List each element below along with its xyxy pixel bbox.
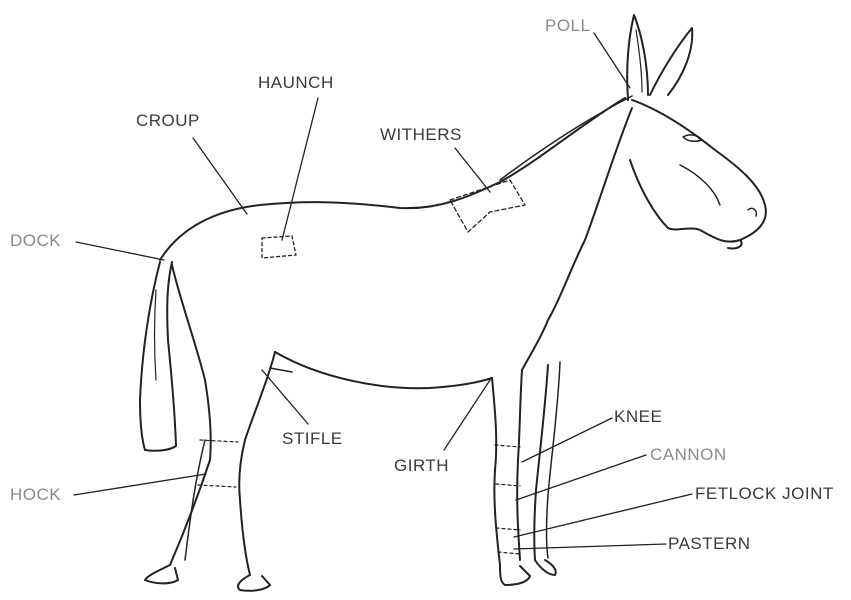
fetlock-band xyxy=(496,528,520,530)
pastern-label: PASTERN xyxy=(668,535,751,552)
donkey-front-leg-rear xyxy=(492,378,500,565)
poll-label: POLL xyxy=(545,17,590,34)
donkey-tail-outer xyxy=(140,262,160,450)
donkey-hind-leg-front xyxy=(239,352,275,575)
dock-leader xyxy=(76,242,164,260)
pastern-leader xyxy=(514,544,666,549)
pastern-band xyxy=(498,552,520,554)
withers-region xyxy=(450,180,525,232)
girth-leader xyxy=(444,380,490,450)
donkey-cheek xyxy=(680,165,720,205)
cannon-leader xyxy=(516,455,646,500)
donkey-left-ear xyxy=(627,15,648,100)
knee-leader xyxy=(522,418,612,462)
donkey-hind-hoof-1 xyxy=(145,565,178,583)
donkey-eye xyxy=(683,135,702,141)
knee-band-top xyxy=(495,445,520,447)
donkey-hind-hoof-2 xyxy=(238,575,270,591)
haunch-region xyxy=(262,236,296,258)
stifle-label: STIFLE xyxy=(282,430,343,447)
knee-label: KNEE xyxy=(614,408,662,425)
hock-band-bottom xyxy=(198,485,236,487)
donkey-front-hoof-2 xyxy=(535,560,556,575)
croup-leader xyxy=(193,138,247,214)
donkey-neck-front xyxy=(522,108,632,370)
fetlock-joint-label: FETLOCK JOINT xyxy=(695,485,834,502)
donkey-head-outline xyxy=(630,100,766,242)
withers-label: WITHERS xyxy=(380,126,462,143)
cannon-label: CANNON xyxy=(650,446,727,463)
hock-band-top xyxy=(200,440,238,442)
girth-label: GIRTH xyxy=(394,457,449,474)
donkey-tail-tuft xyxy=(145,262,176,451)
stifle-leader xyxy=(262,370,308,424)
donkey-nostril xyxy=(748,208,756,216)
poll-leader xyxy=(594,33,630,88)
hock-label: HOCK xyxy=(10,486,61,503)
donkey-tail-hair xyxy=(155,290,157,380)
haunch-leader xyxy=(282,98,318,240)
fetlock-leader xyxy=(514,494,692,537)
donkey-back-outline xyxy=(160,98,625,260)
donkey-belly xyxy=(275,352,492,388)
dock-label: DOCK xyxy=(10,232,61,249)
withers-leader xyxy=(455,148,490,192)
croup-label: CROUP xyxy=(136,112,200,129)
donkey-right-ear xyxy=(650,28,692,95)
stifle-marker xyxy=(270,368,292,372)
hock-leader xyxy=(74,474,206,495)
haunch-label: HAUNCH xyxy=(258,74,334,91)
donkey-front-hoof-1 xyxy=(500,565,530,585)
donkey-front-leg-front xyxy=(517,370,522,560)
